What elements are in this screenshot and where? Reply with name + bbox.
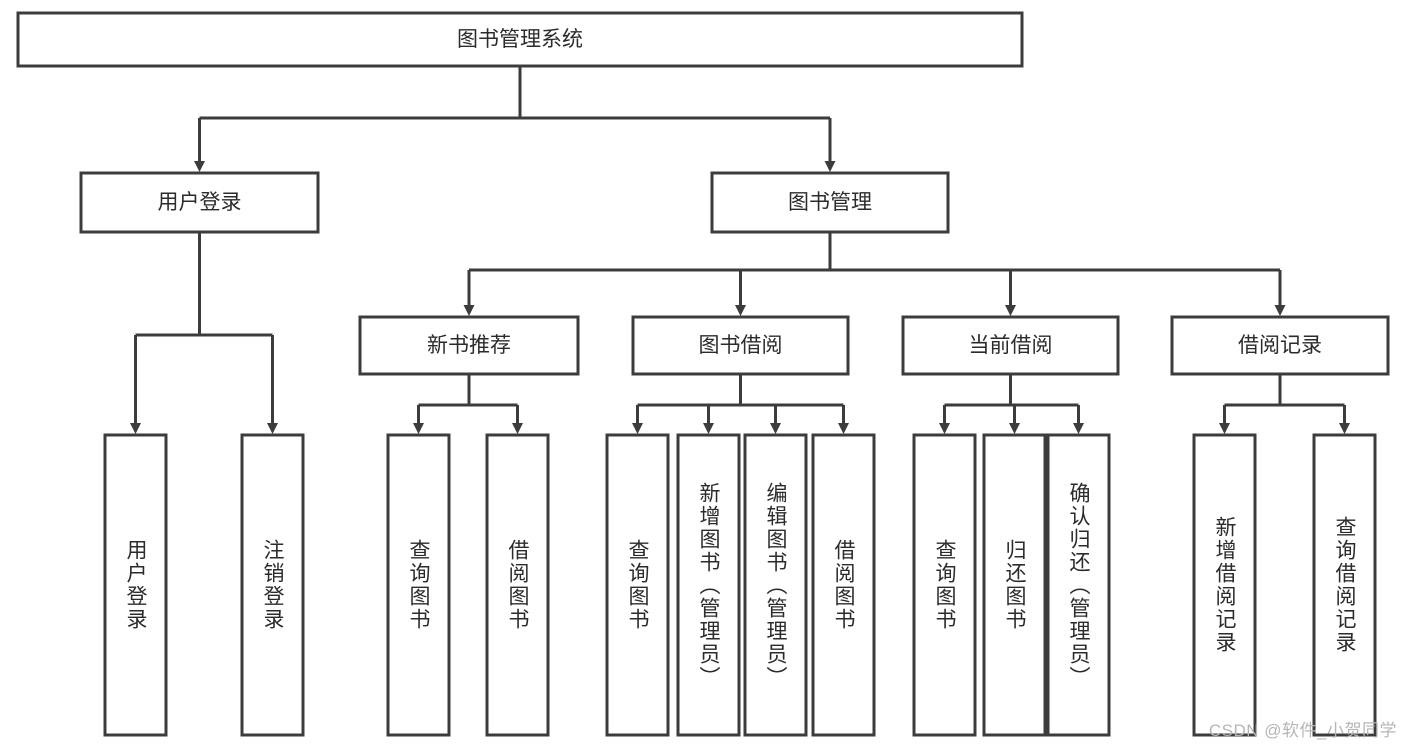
leaf-node[interactable] — [811, 433, 876, 737]
leaf-node[interactable] — [1046, 433, 1111, 737]
node-label: 图书管理 — [788, 191, 872, 214]
level3-node[interactable]: 新书推荐 — [358, 315, 580, 376]
leaf-node[interactable] — [1192, 433, 1257, 737]
level2-node[interactable]: 用户登录 — [79, 171, 320, 234]
leaf-node[interactable] — [982, 433, 1047, 737]
node-label: 用户登录 — [158, 191, 242, 214]
node-label: 当前借阅 — [969, 334, 1053, 357]
level3-node[interactable]: 借阅记录 — [1170, 315, 1390, 376]
node-rect[interactable] — [79, 171, 320, 234]
csdn-watermark: CSDN @软件_小贺同学 — [1208, 721, 1397, 740]
node-rect[interactable] — [1170, 315, 1390, 376]
node-rect[interactable] — [676, 433, 741, 737]
node-rect[interactable] — [982, 433, 1047, 737]
node-rect[interactable] — [358, 315, 580, 376]
leaf-node[interactable] — [103, 433, 168, 737]
node-rect[interactable] — [240, 433, 305, 737]
leaf-node[interactable] — [386, 433, 451, 737]
level3-node[interactable]: 图书借阅 — [631, 315, 850, 376]
leaf-node[interactable] — [743, 433, 808, 737]
leaf-node[interactable] — [912, 433, 977, 737]
node-rect[interactable] — [485, 433, 550, 737]
node-rect[interactable] — [743, 433, 808, 737]
leaf-node[interactable] — [676, 433, 741, 737]
node-rect[interactable] — [1046, 433, 1111, 737]
node-rect[interactable] — [1312, 433, 1377, 737]
leaf-node[interactable] — [1312, 433, 1377, 737]
node-rect[interactable] — [811, 433, 876, 737]
leaf-node[interactable] — [240, 433, 305, 737]
node-rect[interactable] — [912, 433, 977, 737]
node-rect[interactable] — [16, 11, 1024, 68]
leaf-node[interactable] — [485, 433, 550, 737]
node-rect[interactable] — [103, 433, 168, 737]
connector-lines — [130, 66, 1350, 434]
node-label: 图书管理系统 — [457, 28, 583, 51]
node-rect[interactable] — [710, 171, 950, 234]
node-rect[interactable] — [631, 315, 850, 376]
leaf-node[interactable] — [605, 433, 670, 737]
node-label: 新书推荐 — [427, 334, 511, 357]
node-label: 借阅记录 — [1238, 334, 1322, 357]
root-node-book-management-system[interactable]: 图书管理系统 — [16, 11, 1024, 68]
level2-node[interactable]: 图书管理 — [710, 171, 950, 234]
node-rect[interactable] — [1192, 433, 1257, 737]
node-rect[interactable] — [605, 433, 670, 737]
node-rect[interactable] — [901, 315, 1120, 376]
node-rect[interactable] — [386, 433, 451, 737]
node-label: 图书借阅 — [699, 334, 783, 357]
level3-node[interactable]: 当前借阅 — [901, 315, 1120, 376]
